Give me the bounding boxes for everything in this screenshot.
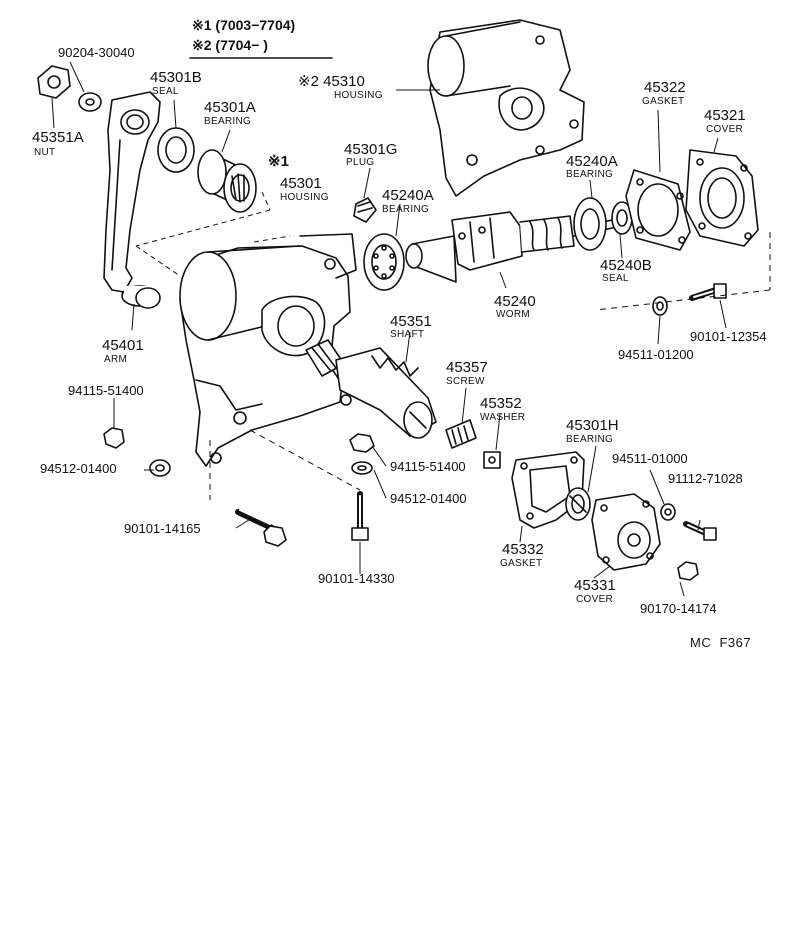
callout-90204-30040-number: 90204-30040	[58, 45, 135, 60]
callout-45332-name: GASKET	[500, 558, 543, 569]
callout-45351-number: 45351	[390, 313, 432, 330]
washer-94511-01200-drawing	[653, 297, 667, 315]
callout-45240a-top-number: 45240A	[566, 153, 618, 170]
callout-45240a-top-name: BEARING	[566, 169, 614, 180]
callout-45351-name: SHAFT	[390, 329, 425, 340]
seal-45301b-drawing	[158, 128, 194, 172]
callout-45240-name: WORM	[496, 309, 530, 320]
callout-45322-name: GASKET	[642, 96, 685, 107]
callout-45351a-name: NUT	[34, 147, 56, 158]
callout-90101-14330-number: 90101-14330	[318, 571, 395, 586]
callout-94511-01200-number: 94511-01200	[618, 347, 694, 362]
callout-94115-51400-center-number: 94115-51400	[390, 459, 466, 474]
callout-45310-name: HOUSING	[334, 90, 383, 101]
bearing-45301a-drawing	[198, 150, 256, 212]
callout-45401-name: ARM	[104, 354, 128, 365]
callout-94115-51400-left-number: 94115-51400	[68, 383, 144, 398]
worm-45240-drawing	[406, 208, 670, 282]
callout-90101-12354-number: 90101-12354	[690, 329, 767, 344]
nut-94115-left-drawing	[104, 428, 124, 448]
bolt-90101-14330-drawing	[352, 494, 368, 540]
arm-45401-drawing	[104, 92, 160, 308]
washer-45352-drawing	[484, 452, 500, 468]
bearing-45240a-top-drawing	[574, 198, 606, 250]
bolt-91112-71028-drawing	[686, 524, 716, 540]
washer-90204-drawing	[79, 93, 101, 111]
figure-reference-code: MC F367	[690, 635, 752, 650]
callout-45301a-name: BEARING	[204, 116, 252, 127]
legend-note-1: ※1 (7003−7704)	[192, 17, 296, 33]
callout-45332-number: 45332	[502, 541, 544, 558]
bolt-90101-12354-drawing	[692, 284, 726, 298]
callout-45352-name: WASHER	[480, 412, 526, 423]
bearing-45301h-drawing	[566, 488, 590, 520]
callout-45331-number: 45331	[574, 577, 616, 594]
callout-45301h-number: 45301H	[566, 417, 619, 434]
callout-45240a-left-number: 45240A	[382, 187, 434, 204]
nut-90170-drawing	[678, 562, 698, 580]
callout-45321-name: COVER	[706, 124, 744, 135]
callout-45310-number: ※2 45310	[298, 73, 365, 90]
callout-94511-01000-number: 94511-01000	[612, 451, 688, 466]
callout-45301-name: HOUSING	[280, 192, 329, 203]
screw-45357-drawing	[446, 420, 476, 448]
callout-45240b-number: 45240B	[600, 257, 652, 274]
callout-45301g-name: PLUG	[346, 157, 375, 168]
bearing-45240a-left-drawing	[364, 234, 404, 290]
callout-45401-number: 45401	[102, 337, 144, 354]
callout-45321-number: 45321	[704, 107, 746, 124]
callout-45301h-name: BEARING	[566, 434, 614, 445]
callout-94512-01400-left-number: 94512-01400	[40, 461, 117, 476]
housing-45301-drawing	[180, 234, 356, 466]
bolt-90101-14165-drawing	[238, 510, 286, 546]
nut-45351a-drawing	[38, 66, 70, 98]
plug-45301g-drawing	[354, 198, 376, 222]
nut-94115-center-drawing	[350, 434, 374, 452]
callout-45240b-name: SEAL	[602, 273, 629, 284]
callout-45240-number: 45240	[494, 293, 536, 310]
callout-45331-name: COVER	[576, 594, 614, 605]
callout-45301g-number: 45301G	[344, 141, 398, 158]
washer-94511-01000-drawing	[661, 504, 675, 520]
callout-45240a-left-name: BEARING	[382, 204, 430, 215]
callout-45351a-number: 45351A	[32, 129, 84, 146]
callout-94512-01400-center-number: 94512-01400	[390, 491, 467, 506]
callout-45301b-number: 45301B	[150, 69, 202, 86]
callout-45352-number: 45352	[480, 395, 522, 412]
callout-91112-71028-number: 91112-71028	[668, 471, 743, 486]
shaft-45351-drawing	[306, 340, 436, 438]
leader-lines	[52, 62, 770, 596]
gasket-45322-drawing	[626, 170, 690, 250]
callout-45301-mark: ※1	[268, 153, 289, 170]
housing-45310-drawing	[428, 20, 584, 196]
callout-45301a-number: 45301A	[204, 99, 256, 116]
washer-94512-left-drawing	[150, 460, 170, 476]
callout-45357-name: SCREW	[446, 376, 485, 387]
callout-90170-14174-number: 90170-14174	[640, 601, 717, 616]
callout-45301-number: 45301	[280, 175, 322, 192]
legend-note-2: ※2 (7704− )	[192, 37, 268, 53]
cover-45331-drawing	[592, 494, 660, 570]
callout-45301b-name: SEAL	[152, 86, 179, 97]
washer-94512-center-drawing	[352, 462, 372, 474]
callout-90101-14165-number: 90101-14165	[124, 521, 201, 536]
cover-45321-drawing	[686, 150, 758, 246]
callout-45357-number: 45357	[446, 359, 488, 376]
callout-45322-number: 45322	[644, 79, 686, 96]
